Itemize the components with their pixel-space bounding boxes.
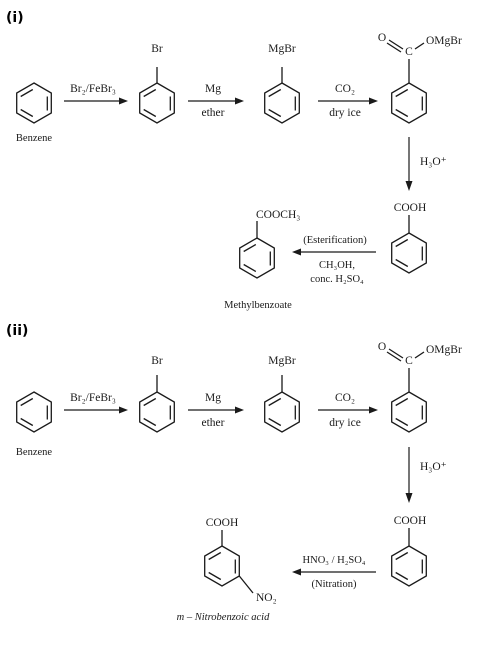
arrow-head [292,568,301,576]
scheme-label: (ii) [6,323,28,339]
condition-dry-ice: dry ice [329,417,361,429]
reagent-bromination: Br₂/FeBr₃ [70,392,116,404]
arrow-head [369,406,378,414]
scheme-label: (i) [6,10,24,26]
magnesium-benzoate-structure [391,82,427,124]
carbonyl-oxygen: O [378,32,386,44]
arrow-head [119,97,128,105]
benzene-structure [16,82,52,124]
step-label-esterification: (Esterification) [303,235,367,246]
bromo-substituent: Br [151,43,163,55]
bromobenzene-structure [139,391,175,433]
bromobenzene-structure [139,82,175,124]
condition-dry-ice: dry ice [329,107,361,119]
arrow-head [369,97,378,105]
mgbr-substituent: MgBr [268,43,296,55]
benzene-structure [16,391,52,433]
reagent-bromination: Br₂/FeBr₃ [70,83,116,95]
arrow-head [235,97,244,105]
condition-ether: ether [202,417,225,429]
carboxylate-carbon: C [405,46,413,58]
scheme-i: (i) Benzene Br₂/FeBr₃ Br Mg ether MgBr C… [6,10,462,311]
nitro-group: NO₂ [256,592,277,604]
reagent-mg: Mg [205,83,221,95]
benzoic-acid-structure [391,232,427,274]
reagent-hydrolysis: H₃O⁺ [420,156,447,168]
arrow-head [405,493,413,503]
product-name: Methylbenzoate [224,300,292,311]
product-name: m – Nitrobenzoic acid [177,612,270,623]
reagent-methanol: CH₃OH, [319,260,355,271]
benzene-label: Benzene [16,447,52,458]
carboxylic-acid-group: COOH [206,517,239,529]
omgbr-group: OMgBr [426,344,462,356]
reagent-mg: Mg [205,392,221,404]
carboxylic-acid-group: COOH [394,515,427,527]
reagent-sulfuric-acid: conc. H₂SO₄ [310,274,364,285]
carboxylic-acid-group: COOH [394,202,427,214]
ester-group: COOCH₃ [256,209,300,221]
reagent-hydrolysis: H₃O⁺ [420,461,447,473]
arrow-head [235,406,244,414]
step-label-nitration: (Nitration) [312,579,357,590]
mgbr-substituent: MgBr [268,355,296,367]
reagent-co2: CO₂ [335,83,355,95]
phenylmagnesium-bromide-structure [264,82,300,124]
condition-ether: ether [202,107,225,119]
arrow-head [119,406,128,414]
reagent-co2: CO₂ [335,392,355,404]
bromo-substituent: Br [151,355,163,367]
phenylmagnesium-bromide-structure [264,391,300,433]
m-nitrobenzoic-acid-structure [204,545,240,587]
carbonyl-oxygen: O [378,341,386,353]
benzene-label: Benzene [16,133,52,144]
reagent-nitrating-mixture: HNO₃ / H₂SO₄ [303,555,366,566]
scheme-ii: (ii) Benzene Br₂/FeBr₃ Br Mg ether MgBr … [6,323,462,623]
magnesium-benzoate-structure [391,391,427,433]
omgbr-group: OMgBr [426,35,462,47]
benzoic-acid-structure [391,545,427,587]
carboxylate-carbon: C [405,355,413,367]
methyl-benzoate-structure [239,237,275,279]
arrow-head [405,181,413,191]
arrow-head [292,248,301,256]
